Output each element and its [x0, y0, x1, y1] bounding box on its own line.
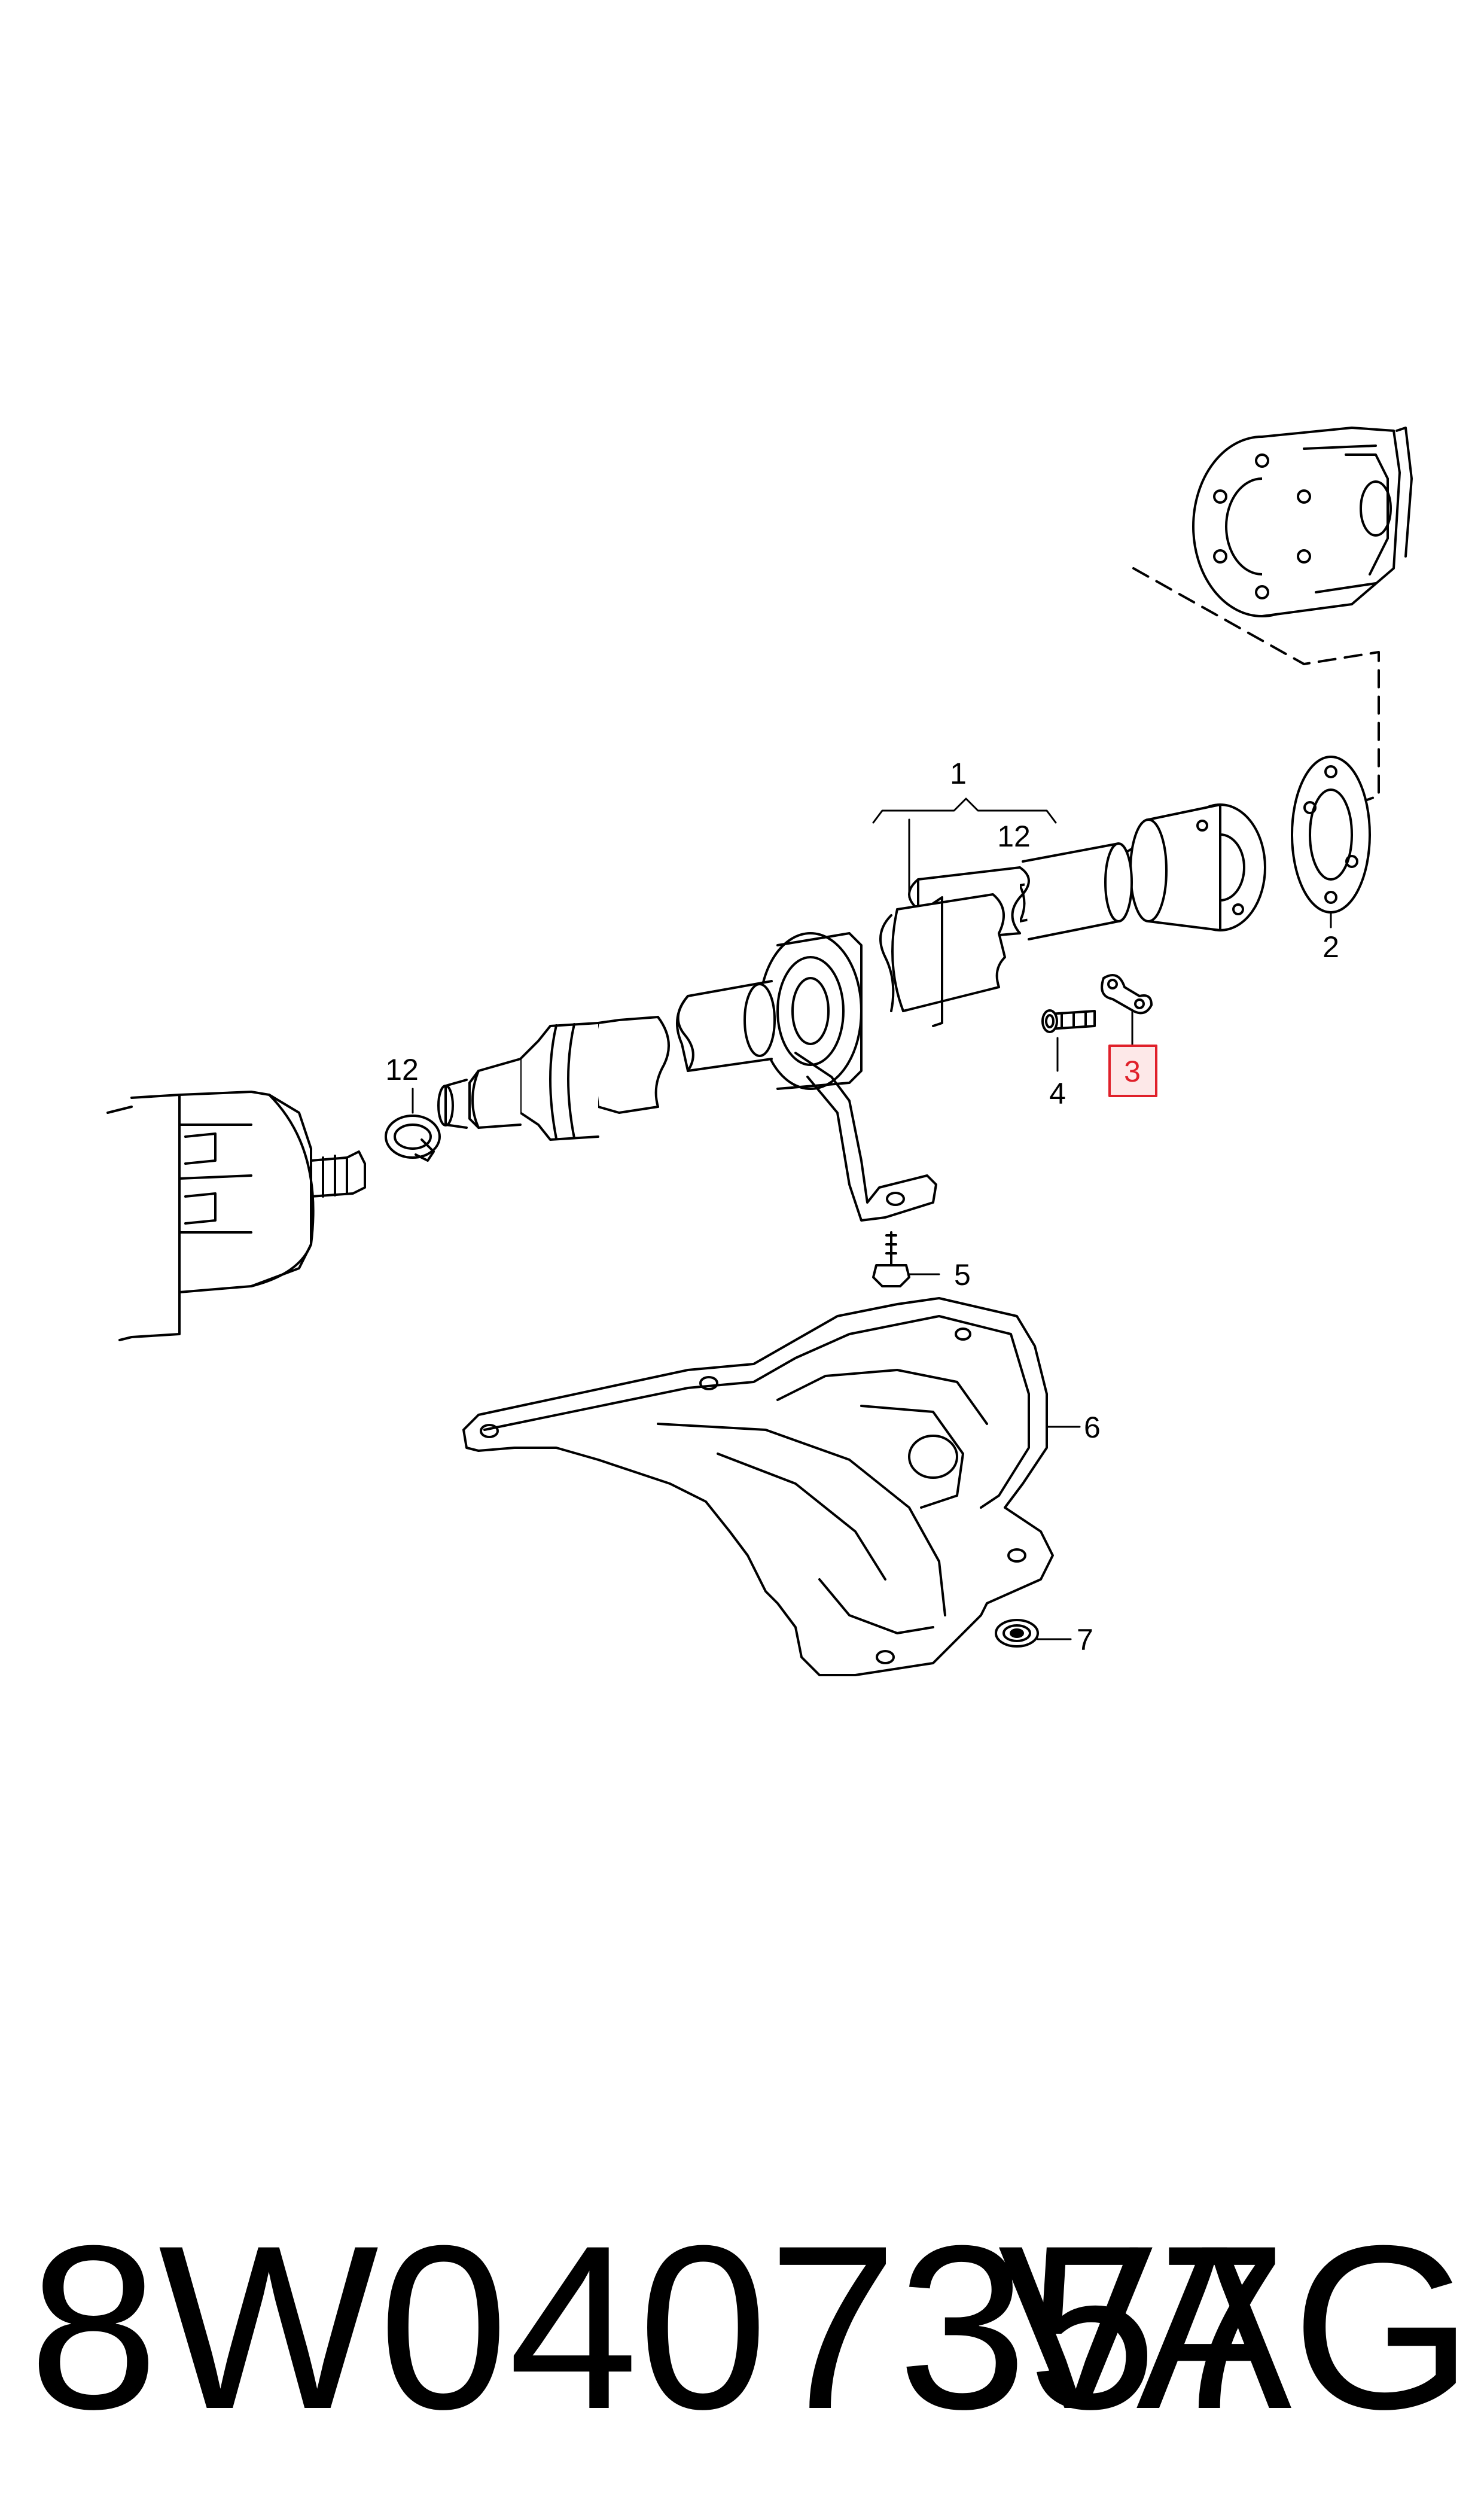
assembly-dashed-line — [1132, 567, 1380, 809]
final-drive-housing — [1192, 427, 1413, 617]
front-tube — [676, 980, 776, 1072]
callout-12-top: 12 — [997, 820, 1031, 853]
brand-label: VAG — [998, 2197, 1473, 2458]
front-cv-joint — [437, 1016, 670, 1141]
callout-2: 2 — [1323, 930, 1339, 964]
center-tube — [879, 893, 1006, 1027]
part-number: 8W0407357 — [29, 2197, 1287, 2458]
callout-1: 1 — [950, 757, 967, 790]
serrated-nut — [995, 1619, 1039, 1648]
clamp-ring — [385, 1115, 441, 1162]
callout-12-left: 12 — [385, 1053, 419, 1086]
heat-shield — [462, 1297, 1054, 1676]
retaining-plate — [1101, 974, 1153, 1015]
callout-5: 5 — [954, 1258, 971, 1292]
bracket-bolt — [872, 1231, 910, 1287]
callout-6: 6 — [1084, 1411, 1101, 1444]
flange-gasket — [1291, 756, 1371, 914]
callout-3: 3 — [1124, 1055, 1141, 1088]
rear-cv-joint — [1111, 803, 1266, 931]
center-support-bearing — [758, 932, 937, 1222]
leader-lines — [412, 911, 1332, 1640]
bolt — [1041, 1009, 1096, 1033]
callout-bracket-1 — [872, 797, 1057, 899]
callout-7: 7 — [1077, 1623, 1093, 1657]
callout-3-highlight — [1108, 1045, 1157, 1097]
callout-4: 4 — [1049, 1077, 1066, 1110]
transmission-housing — [106, 1091, 366, 1341]
